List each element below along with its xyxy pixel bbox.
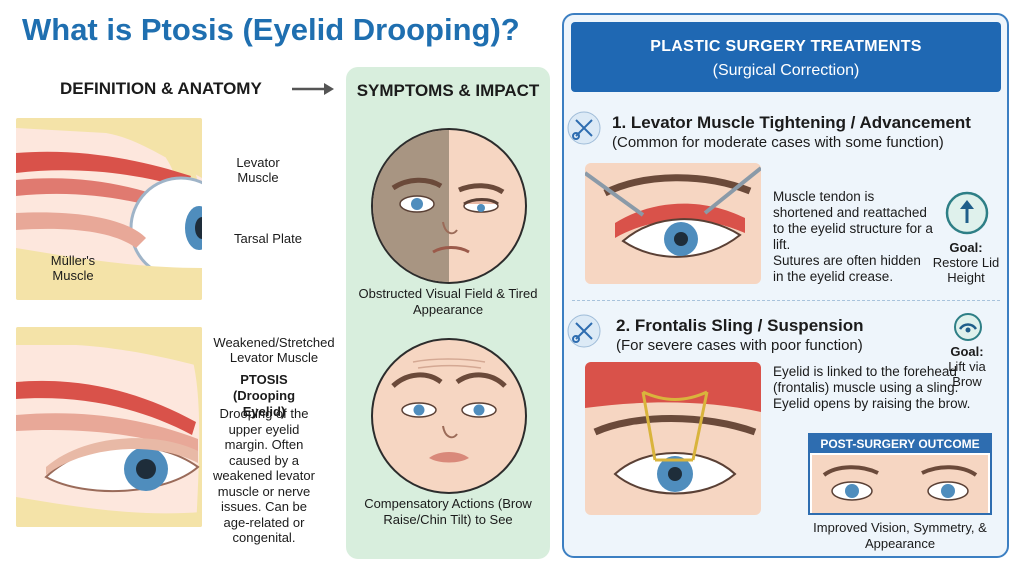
- procedure-2-goal-label: Goal:: [950, 344, 984, 359]
- ptosis-heading: PTOSIS (Drooping Eyelid): [232, 372, 296, 419]
- lift-icon: [954, 313, 982, 341]
- symptoms-heading: SYMPTOMS & IMPACT: [356, 81, 540, 100]
- procedure-1-goal-label: Goal:: [949, 240, 983, 255]
- procedure-1-note: Sutures are often hidden in the eyelid c…: [773, 253, 921, 284]
- treatments-banner: PLASTIC SURGERY TREATMENTS (Surgical Cor…: [571, 22, 1001, 92]
- face-circle-tired: [371, 128, 527, 284]
- frontalis-sling-illustration: [585, 362, 761, 515]
- symptom-caption-1: Obstructed Visual Field & Tired Appearan…: [358, 286, 538, 317]
- outcome-banner: POST-SURGERY OUTCOME: [810, 435, 990, 453]
- ptosis-description: Drooping of the upper eyelid margin. Oft…: [213, 406, 315, 545]
- up-arrow-icon: [945, 191, 989, 235]
- procedure-2-goal-text: Lift via Brow: [948, 359, 986, 389]
- anatomy-diagram-ptosis: [16, 327, 202, 527]
- mullers-muscle-label: Müller's Muscle: [50, 253, 96, 283]
- procedure-1-title: 1. Levator Muscle Tightening / Advanceme…: [612, 113, 971, 132]
- tarsal-plate-label: Tarsal Plate: [234, 231, 302, 246]
- levator-muscle-label: Levator Muscle: [236, 155, 280, 185]
- outcome-caption: Improved Vision, Symmetry, & Appearance: [813, 520, 987, 551]
- procedure-2-title: 2. Frontalis Sling / Suspension: [616, 316, 864, 335]
- procedure-1-goal-text: Restore Lid Height: [932, 255, 1000, 285]
- levator-surgery-illustration: [585, 163, 761, 284]
- page-title: What is Ptosis (Eyelid Drooping)?: [22, 12, 520, 47]
- treatments-title: PLASTIC SURGERY TREATMENTS: [650, 38, 922, 55]
- scissors-icon: [567, 111, 601, 145]
- definition-heading: DEFINITION & ANATOMY: [60, 79, 262, 98]
- section-divider: [572, 300, 1000, 301]
- right-arrow-icon: [292, 83, 334, 95]
- procedure-2-description: Eyelid is linked to the forehead (fronta…: [773, 364, 971, 411]
- outcome-eyes-illustration: [812, 455, 988, 513]
- weakened-levator-label: Weakened/Stretched Levator Muscle: [213, 335, 335, 365]
- symptom-caption-2: Compensatory Actions (Brow Raise/Chin Ti…: [364, 496, 532, 527]
- treatments-subtitle: (Surgical Correction): [712, 62, 860, 79]
- procedure-1-description: Muscle tendon is shortened and reattache…: [773, 189, 933, 252]
- procedure-2-subtitle: (For severe cases with poor function): [616, 337, 863, 354]
- anatomy-diagram-normal: [16, 118, 202, 300]
- procedure-1-subtitle: (Common for moderate cases with some fun…: [612, 134, 944, 151]
- scissors-icon-2: [567, 314, 601, 348]
- face-circle-compensating: [371, 338, 527, 494]
